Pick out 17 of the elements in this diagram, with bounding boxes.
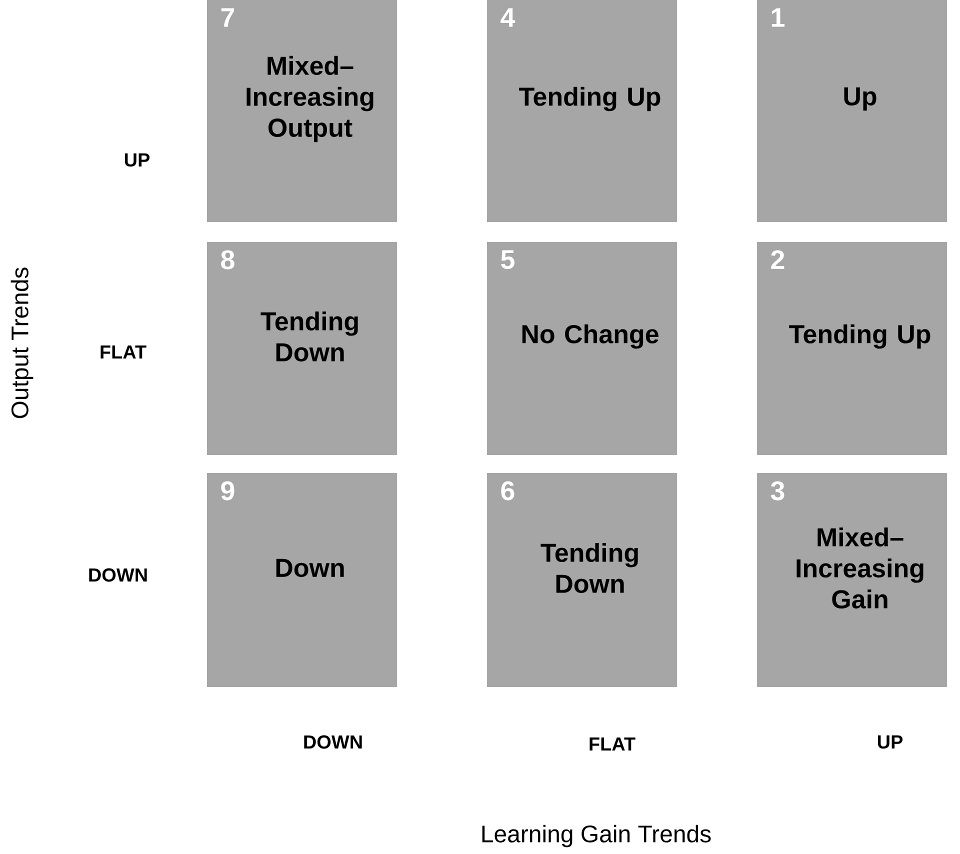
axis-category-label: DOWN	[89, 568, 147, 582]
axis-category-label: DOWN	[304, 735, 362, 749]
axis-category-label: FLAT	[590, 737, 636, 751]
grid-square: Mixed– Increasing Output 7	[207, 0, 397, 222]
grid-square: Mixed– Increasing Gain 3	[757, 473, 947, 687]
grid-square: Up 1	[757, 0, 947, 222]
grid-square: Tending Down 8	[207, 242, 397, 455]
grid-square: Down 9	[207, 473, 397, 687]
grid-square: Tending Up 4	[487, 0, 677, 222]
grid-square: No Change 5	[487, 242, 677, 455]
grid-square: Tending Up 2	[757, 242, 947, 455]
axis-category-label: UP	[878, 735, 903, 749]
axis-category-label: FLAT	[100, 345, 146, 359]
axis-category-label: UP	[124, 153, 150, 167]
axis-title: Output Trends	[10, 268, 34, 418]
axis-title: Learning Gain Trends	[482, 824, 711, 848]
grid-square: Tending Down 6	[487, 473, 677, 687]
